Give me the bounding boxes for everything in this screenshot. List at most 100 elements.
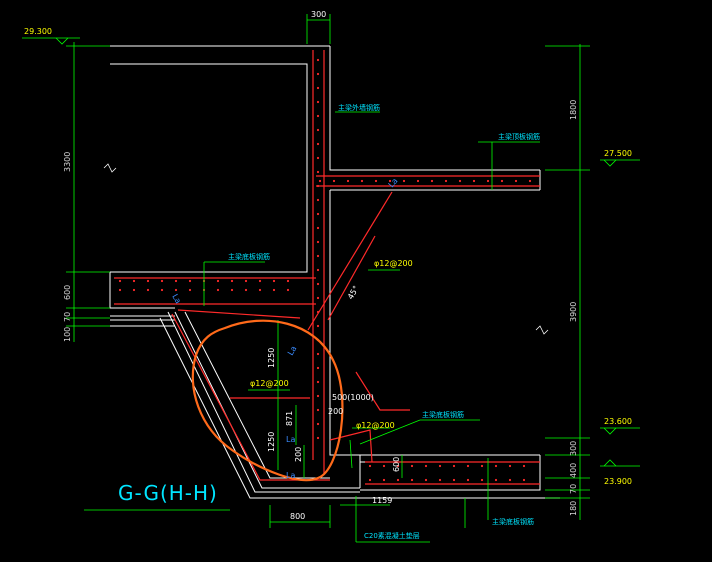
dim-spacing: 500(1000): [332, 393, 374, 402]
elevation-right-mid: 27.500: [604, 149, 632, 158]
rebar-dot: [388, 179, 392, 183]
rebar-dot: [146, 279, 150, 283]
elevation-right-low1: 23.600: [604, 417, 632, 426]
dim-left-70: 70: [63, 312, 72, 322]
rebar-dots: [118, 58, 532, 482]
label-left-slab: 主梁底板钢筋: [228, 252, 270, 261]
rebar-dot: [528, 179, 532, 183]
rebar-dot: [316, 170, 320, 174]
rebar-dot: [360, 179, 364, 183]
rebar-dot: [316, 142, 320, 146]
rebar-dot: [480, 478, 484, 482]
rebar-dot: [316, 408, 320, 412]
rebar-dot: [316, 324, 320, 328]
rebar-dot: [416, 179, 420, 183]
rebar-dot: [396, 464, 400, 468]
elevation-top-left: 29.300: [24, 27, 52, 36]
dim-left-3300: 3300: [63, 152, 72, 172]
rebar-dot: [424, 464, 428, 468]
dim-right-300: 300: [569, 441, 578, 456]
rebar-dot: [318, 179, 322, 183]
break-marks: [103, 163, 549, 335]
dim-left-100: 100: [63, 327, 72, 342]
dim-bottom-1159: 1159: [372, 496, 392, 505]
rebar-dot: [458, 179, 462, 183]
rebar-dot: [466, 464, 470, 468]
rebar-dot: [424, 478, 428, 482]
rebar-dot: [368, 478, 372, 482]
rebar-dot: [316, 212, 320, 216]
rebar-dot: [286, 279, 290, 283]
rebar-dot: [316, 100, 320, 104]
rebar-dot: [316, 394, 320, 398]
label-la-2: La: [170, 293, 183, 306]
rebar-dot: [316, 72, 320, 76]
rebar-dot: [444, 179, 448, 183]
rebar-dot: [160, 279, 164, 283]
dim-right-400: 400: [569, 463, 578, 478]
rebar-dot: [316, 366, 320, 370]
dim-haunch-1250a: 1250: [267, 348, 276, 368]
label-bottom-main: 主梁底板钢筋: [422, 410, 464, 419]
rebar-dot: [230, 288, 234, 292]
rebar-dot: [522, 464, 526, 468]
dim-left-600: 600: [63, 285, 72, 300]
rebar-dot: [316, 114, 320, 118]
rebar-dot: [316, 296, 320, 300]
rebar-dot: [118, 288, 122, 292]
rebar-dot: [230, 279, 234, 283]
rebar-dot: [472, 179, 476, 183]
rebar-dot: [332, 179, 336, 183]
rebar-dot: [316, 226, 320, 230]
dim-right-70: 70: [569, 484, 578, 494]
rebar-dot: [508, 478, 512, 482]
rebar-dot: [316, 254, 320, 258]
rebar-dot: [410, 464, 414, 468]
dim-haunch-1250b: 1250: [267, 432, 276, 452]
rebar-dot: [396, 478, 400, 482]
section-title: G-G(H-H): [118, 481, 218, 505]
rebar-dot: [316, 240, 320, 244]
rebar-dot: [258, 288, 262, 292]
rebar-dot: [514, 179, 518, 183]
rebar-dot: [494, 478, 498, 482]
rebar-dot: [316, 436, 320, 440]
rebar-dot: [438, 478, 442, 482]
rebar-dot: [316, 156, 320, 160]
dim-right-1800: 1800: [569, 100, 578, 120]
label-la-4: La: [286, 435, 295, 444]
rebar-dot: [494, 464, 498, 468]
rebar-dot: [118, 279, 122, 283]
label-top-right-slab: 主梁顶板钢筋: [498, 132, 540, 141]
rebar-dot: [382, 464, 386, 468]
label-phi12-b: φ12@200: [250, 379, 289, 388]
rebar-dot: [244, 288, 248, 292]
review-markup-circle: [191, 319, 344, 482]
rebar-dot: [316, 352, 320, 356]
label-main-wall: 主梁外墙钢筋: [338, 103, 380, 112]
rebar-dot: [522, 478, 526, 482]
rebar-dot: [132, 288, 136, 292]
rebar-dot: [316, 86, 320, 90]
dim-right-180: 180: [569, 501, 578, 516]
rebar-dot: [174, 288, 178, 292]
rebar-lines: [114, 50, 540, 485]
rebar-dot: [486, 179, 490, 183]
label-phi12-c: φ12@200: [356, 421, 395, 430]
rebar-dot: [410, 478, 414, 482]
rebar-dot: [466, 478, 470, 482]
rebar-dot: [368, 464, 372, 468]
rebar-dot: [382, 478, 386, 482]
rebar-dot: [216, 288, 220, 292]
rebar-dot: [188, 279, 192, 283]
label-phi12-a: φ12@200: [374, 259, 413, 268]
rebar-dot: [160, 288, 164, 292]
rebar-dot: [316, 198, 320, 202]
rebar-dot: [316, 58, 320, 62]
rebar-dot: [316, 422, 320, 426]
rebar-dot: [272, 279, 276, 283]
rebar-dot: [438, 464, 442, 468]
rebar-dot: [146, 288, 150, 292]
rebar-dot: [286, 288, 290, 292]
